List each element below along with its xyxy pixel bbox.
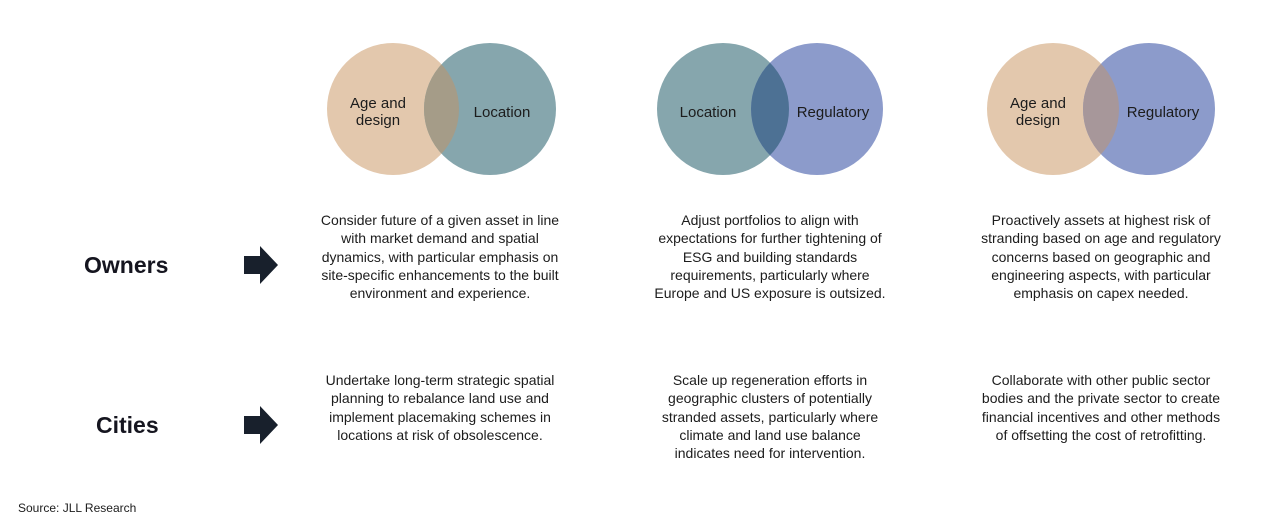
venn-right-label: Regulatory <box>796 104 870 121</box>
venn-location-regulatory-graphic <box>657 43 883 175</box>
circle-age-design <box>327 43 459 175</box>
venn-left-label: Age and design <box>350 95 406 129</box>
venn-age-regulatory-graphic <box>987 43 1215 175</box>
owners-cell-age-location: Consider future of a given asset in line… <box>320 212 560 302</box>
venn-location-regulatory: Location Regulatory <box>657 42 887 176</box>
venn-age-location-graphic <box>327 43 556 175</box>
venn-age-regulatory: Age and design Regulatory <box>987 42 1217 176</box>
venn-left-label: Location <box>679 104 737 121</box>
circle-age-design <box>987 43 1119 175</box>
venn-age-location: Age and design Location <box>327 42 557 176</box>
venn-right-label: Regulatory <box>1126 104 1200 121</box>
venn-left-label: Age and design <box>1010 95 1066 129</box>
circle-location <box>657 43 789 175</box>
cities-cell-age-regulatory: Collaborate with other public sector bod… <box>981 372 1221 443</box>
circle-location <box>424 43 556 175</box>
cities-cell-location-regulatory: Scale up regeneration efforts in geograp… <box>661 372 879 462</box>
cities-cell-age-location: Undertake long-term strategic spatial pl… <box>325 372 555 443</box>
circle-regulatory <box>751 43 883 175</box>
owners-cell-location-regulatory: Adjust portfolios to align with expectat… <box>654 212 886 302</box>
arrow-right-icon <box>244 406 278 444</box>
venn-right-label: Location <box>473 104 531 121</box>
arrow-right-icon <box>244 246 278 284</box>
row-label-cities: Cities <box>96 412 159 438</box>
row-label-owners: Owners <box>84 252 169 278</box>
source-note: Source: JLL Research <box>18 501 137 515</box>
circle-regulatory <box>1083 43 1215 175</box>
owners-cell-age-regulatory: Proactively assets at highest risk of st… <box>981 212 1221 302</box>
